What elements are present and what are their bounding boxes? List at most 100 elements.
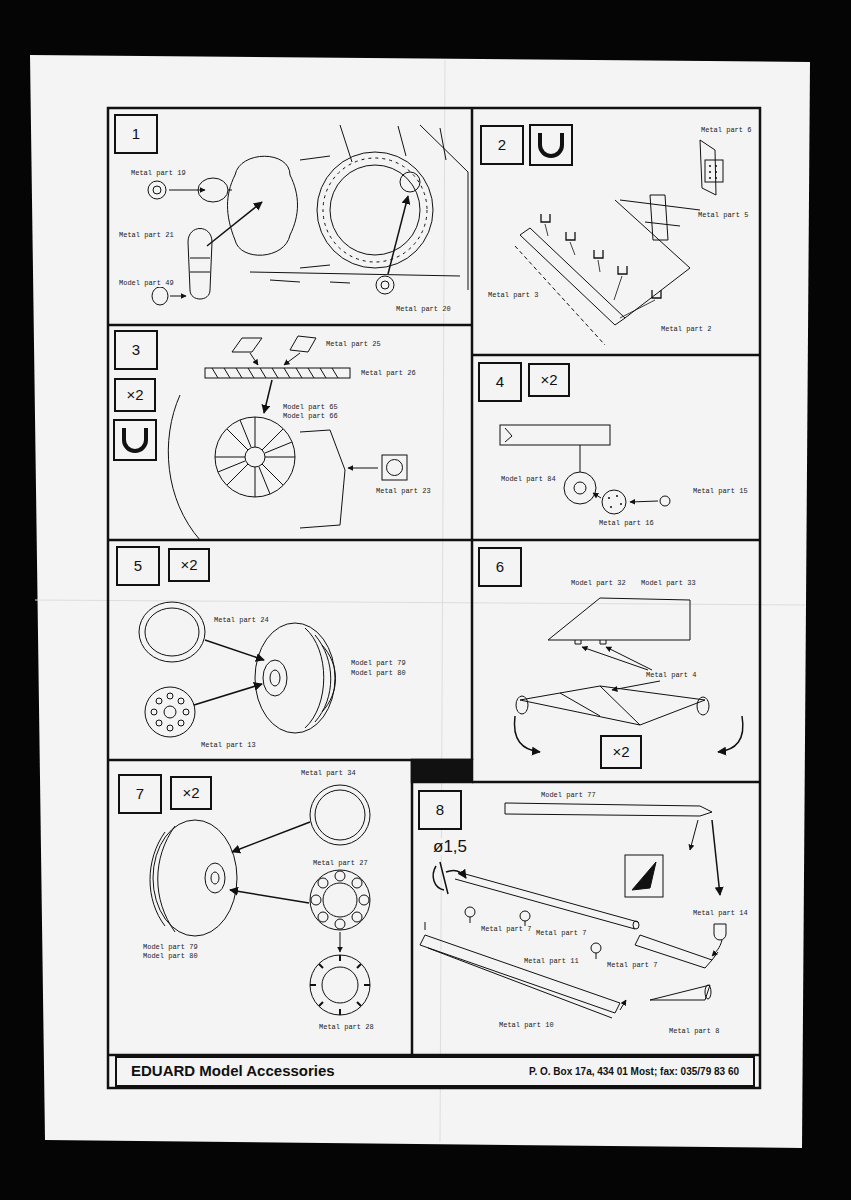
part-label: Model part 79 (350, 660, 407, 667)
step-number-box: 2 (480, 125, 524, 165)
wheel-drawing-part (153, 820, 237, 936)
gear-leg-drawing (500, 425, 670, 514)
frame-drawing-part (709, 166, 717, 178)
wheel-drawing-part (205, 640, 264, 660)
paper-sheet-part (440, 60, 445, 1142)
rod-drawing-part (712, 820, 720, 895)
quantity-box: ×2 (528, 363, 570, 397)
fan-drawing (168, 336, 407, 540)
wheel-drawing-part (315, 790, 365, 840)
rod-drawing-part (591, 943, 601, 953)
wheel-drawing-part (318, 878, 328, 888)
flap-drawing-part (582, 647, 648, 670)
engine-drawing-part (330, 165, 420, 255)
step-number-box: 6 (478, 547, 522, 587)
part-label: Model part 80 (142, 953, 199, 960)
fan-drawing-part (387, 460, 403, 476)
part-label: Metal part 14 (692, 910, 749, 917)
frame-drawing-part (541, 214, 661, 298)
part-label: Metal part 11 (523, 958, 580, 965)
panel-frames-part (472, 354, 760, 357)
frame-drawing-part (615, 200, 700, 318)
step-number-box: 1 (114, 114, 158, 154)
frame-drawing-part (700, 140, 716, 195)
paper-sheet (30, 55, 810, 1148)
quantity-text: ×2 (612, 744, 629, 761)
gear-leg-drawing-part (574, 482, 586, 494)
part-label: Metal part 25 (325, 341, 382, 348)
rod-drawing-part (455, 872, 638, 929)
panel-frames-part (108, 108, 760, 1088)
rod-drawing-part (712, 940, 722, 956)
rod-drawing-part (632, 862, 656, 890)
gear-leg-drawing-part (593, 493, 601, 498)
quantity-box: ×2 (168, 548, 210, 582)
step-number: 7 (136, 786, 144, 803)
rod-drawing-part (465, 907, 475, 917)
wheel-drawing-part (323, 883, 357, 917)
engine-drawing-part (440, 128, 446, 160)
engine-drawing-part (188, 229, 212, 300)
flap-drawing-part (575, 640, 606, 644)
step-number: 4 (496, 374, 504, 391)
wheel-drawing-part (211, 872, 219, 884)
u-bracket-icon-part (530, 125, 572, 165)
fan-drawing-part (284, 353, 300, 365)
engine-drawing-part (228, 156, 298, 255)
wheel-drawing (139, 602, 336, 737)
part-label: Metal part 5 (697, 212, 749, 219)
wheel-drawing-part (183, 709, 189, 715)
flap-drawing-part (548, 598, 690, 640)
gear-leg-drawing-part (660, 496, 670, 506)
quantity-text: ×2 (180, 557, 197, 574)
wheel-drawing-part (145, 687, 195, 737)
quantity-text: ×2 (126, 387, 143, 404)
engine-drawing-part (153, 186, 161, 194)
gear-leg-drawing-part (630, 501, 658, 502)
panel-frames-part (108, 324, 472, 327)
engine-drawing-part (152, 287, 168, 305)
part-label: Metal part 7 (535, 930, 587, 937)
rod-drawing-part (446, 870, 466, 878)
engine-drawing-part (376, 276, 394, 294)
quantity-box: ×2 (114, 378, 156, 412)
fan-drawing-part (168, 395, 200, 540)
frame-drawing-part (520, 228, 625, 325)
paper-sheet-part (30, 55, 810, 1148)
gear-leg-drawing-part (564, 472, 596, 504)
part-label: Metal part 24 (213, 617, 270, 624)
gear-leg-drawing-part (505, 428, 580, 472)
step-number: 2 (498, 137, 506, 154)
gear-leg-drawing-part (608, 496, 622, 507)
part-label: Metal part 19 (130, 170, 187, 177)
wheel-drawing-part (359, 895, 369, 905)
step-number-box: 7 (118, 774, 162, 814)
part-label: Model part 79 (142, 944, 199, 951)
rod-drawing-part (690, 820, 698, 850)
flap-drawing-part (520, 686, 705, 725)
flap-drawing-part (606, 647, 652, 670)
wheel-drawing-part (205, 863, 225, 893)
part-label: Metal part 15 (692, 488, 749, 495)
engine-drawing-part (250, 272, 460, 283)
engine-drawing-part (207, 202, 262, 246)
wheel-drawing-part (164, 706, 176, 718)
part-label: Metal part 8 (668, 1028, 720, 1035)
step-number-box: 4 (478, 362, 522, 402)
frame-drawing-part (705, 160, 723, 182)
part-label: Model part 65 (282, 404, 339, 411)
part-label: Metal part 16 (598, 520, 655, 527)
rod-drawing-part (596, 953, 597, 959)
engine-drawing-part (381, 281, 389, 289)
step-number-box: 8 (418, 790, 462, 830)
part-label: Metal part 3 (487, 292, 539, 299)
engine-drawing-part (400, 172, 420, 192)
part-label: Model part 33 (640, 580, 697, 587)
step-number-box: 3 (114, 330, 158, 370)
rod-drawing-part (650, 985, 710, 1000)
maker-name: EDUARD Model Accessories (131, 1063, 335, 1080)
wheel-drawing-part (156, 720, 162, 726)
engine-drawing-part (228, 190, 232, 191)
